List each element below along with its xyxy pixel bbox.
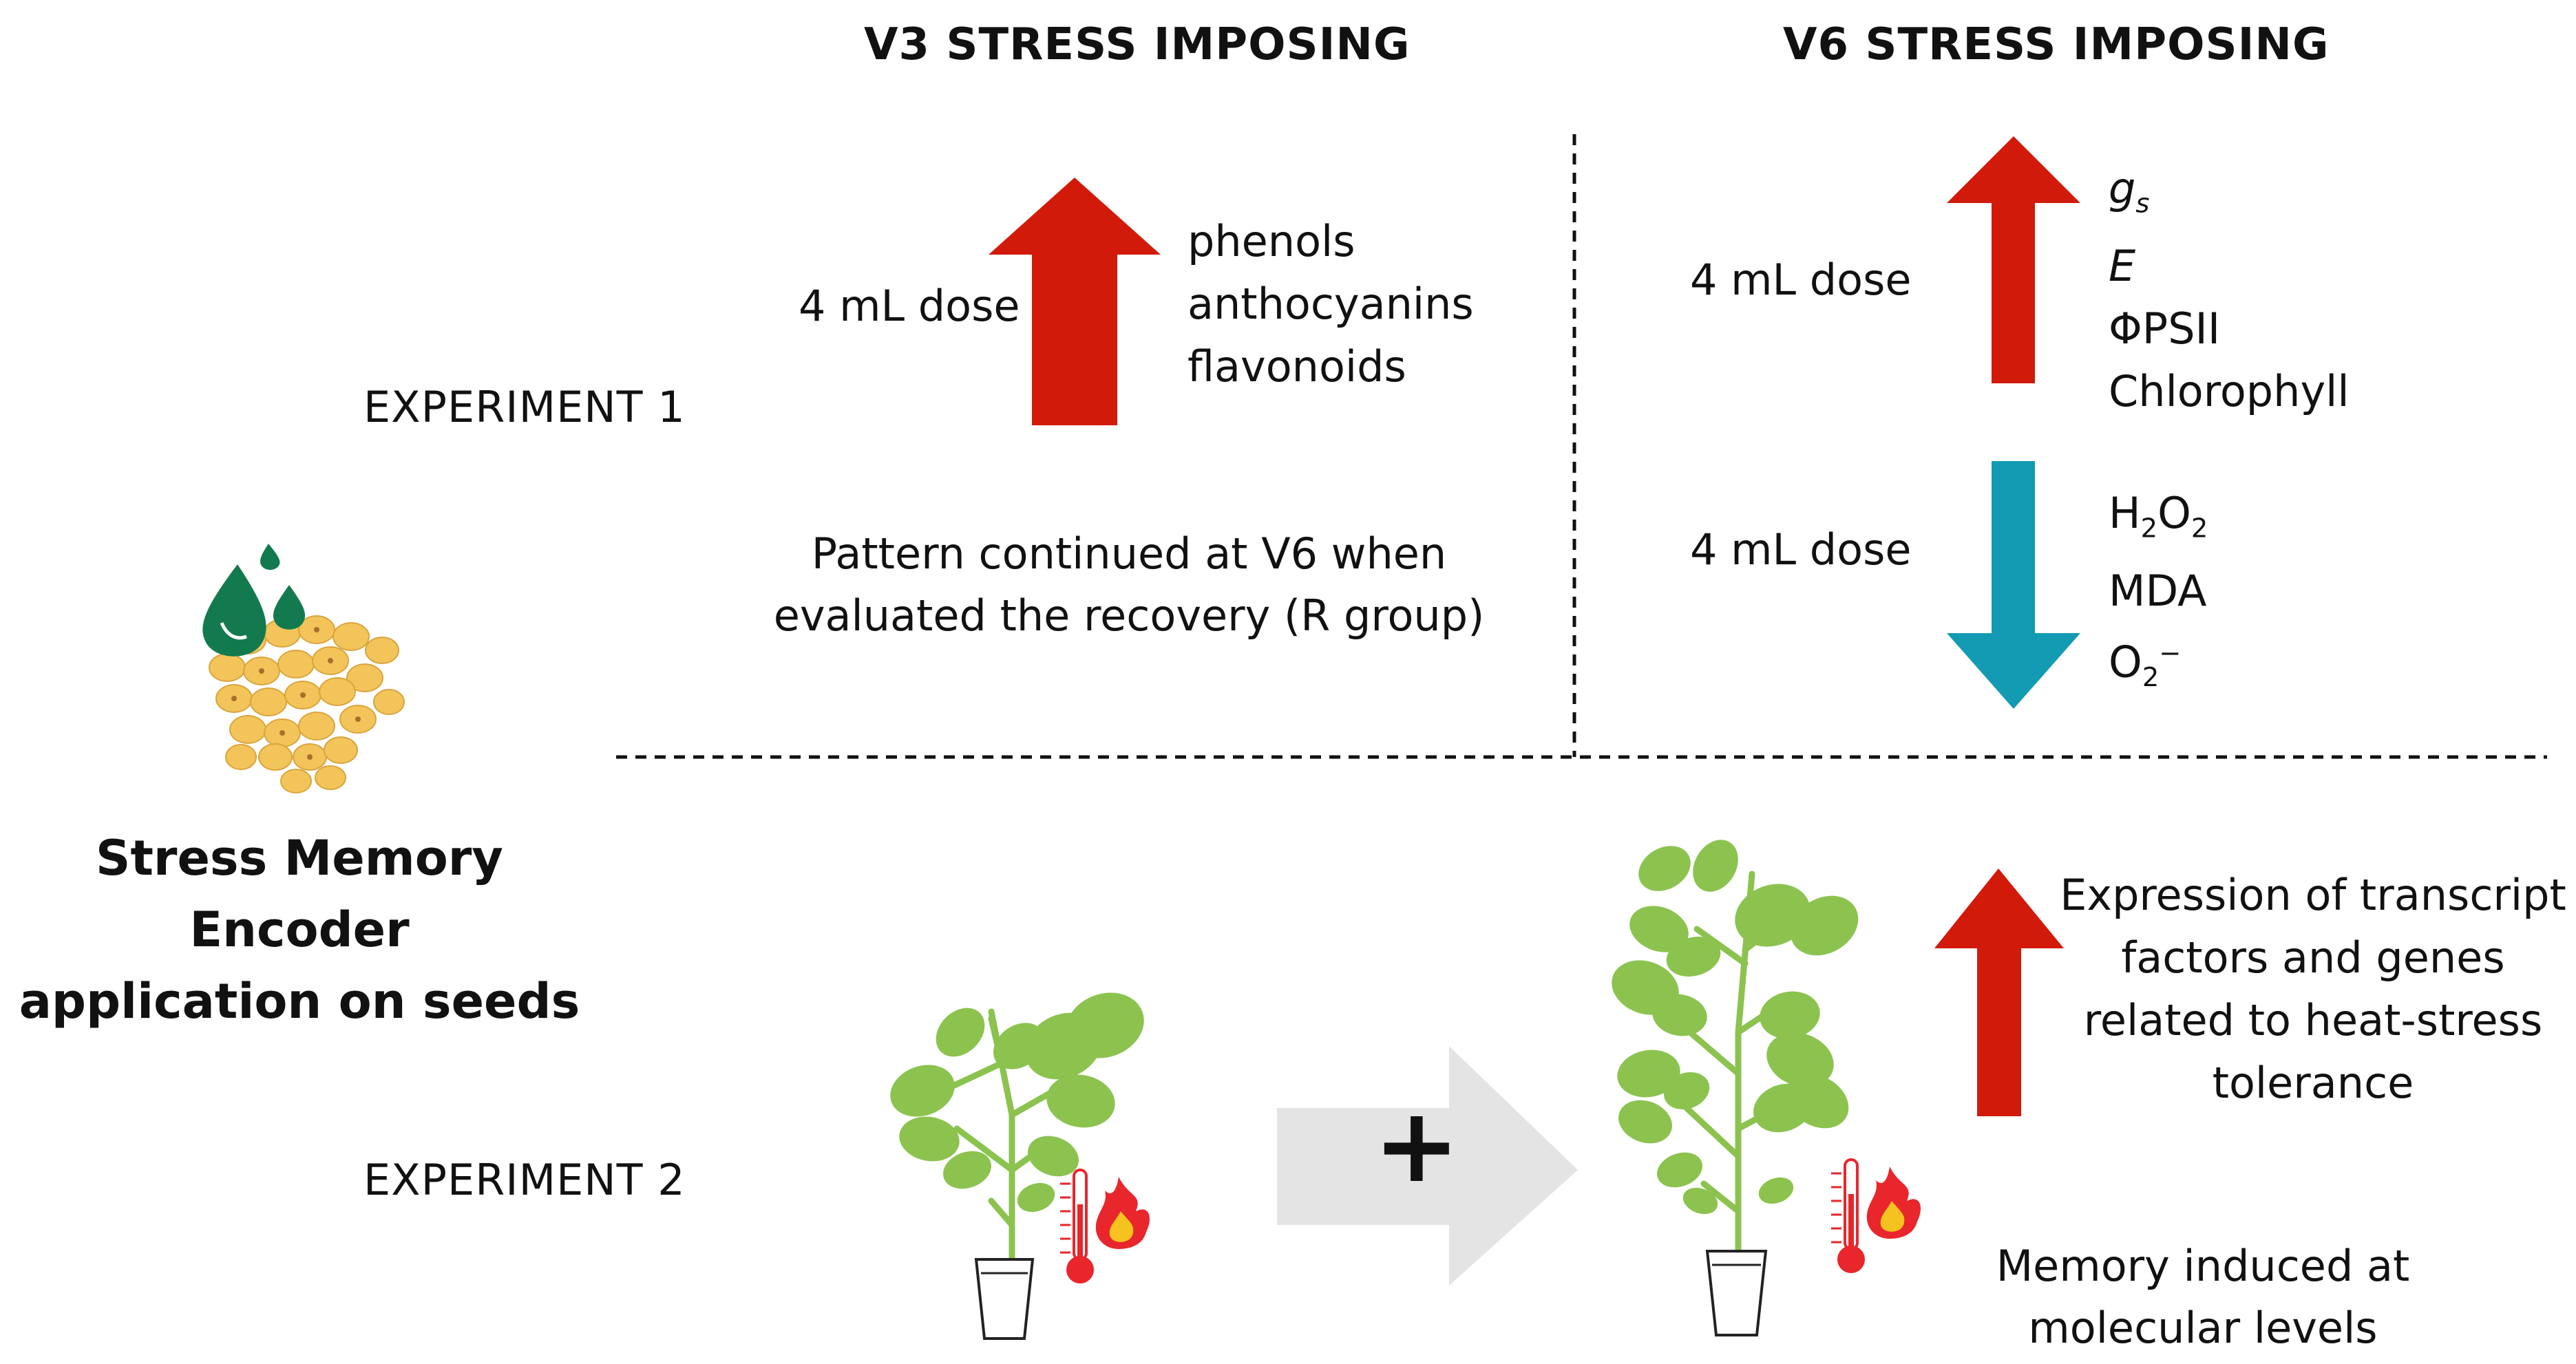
mda-label: MDA — [2109, 566, 2207, 617]
expression-increase-arrow — [1934, 869, 2064, 1116]
experiment-2-label: EXPERIMENT 2 — [363, 1155, 686, 1205]
seed-treatment-title: Stress Memory Encoder application on see… — [0, 822, 599, 1037]
v6-increase-arrow — [1947, 136, 2080, 383]
v3-increased-list: phenols anthocyanins flavonoids — [1187, 210, 1474, 398]
fire-icon-2 — [1866, 1166, 1921, 1239]
experiment-1-label: EXPERIMENT 1 — [363, 382, 686, 432]
v3-header: V3 STRESS IMPOSING — [864, 19, 1411, 70]
young-plant-icon — [890, 992, 1144, 1340]
progression-arrow — [1277, 1046, 1578, 1286]
v3-note-line-2: evaluated the recovery (R group) — [773, 590, 1485, 641]
expression-text: Expression of transcript factors and gen… — [2051, 864, 2575, 1114]
v3-dose-label: 4 mL dose — [799, 281, 1020, 331]
droplets-icon — [202, 544, 306, 657]
v6-decrease-arrow — [1947, 461, 2080, 709]
v3-increased-item: phenols — [1187, 216, 1355, 266]
superoxide-label: O2− — [2109, 637, 2182, 694]
seed-title-line-1: Stress Memory Encoder — [96, 830, 503, 958]
v3-increased-item: flavonoids — [1187, 341, 1406, 392]
seed-pile-icon — [209, 615, 405, 793]
h2o2-label: H2O2 — [2109, 488, 2208, 544]
stomatal-conductance-label: gs — [2109, 163, 2150, 220]
expression-line: tolerance — [2212, 1058, 2414, 1108]
v3-increase-arrow — [989, 178, 1161, 425]
v6-header: V6 STRESS IMPOSING — [1783, 19, 2330, 70]
heat-thermometer-icon — [1060, 1169, 1094, 1283]
v6-decreased-list: H2O2 MDA O2− — [2109, 482, 2208, 709]
expression-line: related to heat-stress — [2083, 995, 2543, 1045]
memory-line-2: molecular levels — [2028, 1303, 2378, 1353]
chlorophyll-label: Chlorophyll — [2109, 366, 2350, 417]
v6-dose-down-label: 4 mL dose — [1690, 524, 1912, 575]
fire-icon — [1095, 1177, 1150, 1249]
expression-line: Expression of transcript — [2060, 870, 2566, 920]
phipsii-label: ΦPSII — [2109, 303, 2221, 354]
memory-line-1: Memory induced at — [1996, 1241, 2410, 1291]
seed-title-line-2: application on seeds — [19, 973, 580, 1030]
heat-thermometer-icon-2 — [1831, 1158, 1865, 1273]
mature-plant-icon — [1612, 840, 1859, 1336]
v6-dose-up-label: 4 mL dose — [1690, 255, 1912, 305]
transpiration-label: E — [2109, 241, 2136, 292]
v3-increased-item: anthocyanins — [1187, 279, 1474, 329]
plus-symbol: + — [1373, 1086, 1460, 1206]
v3-note-line-1: Pattern continued at V6 when — [811, 529, 1447, 579]
memory-note: Memory induced at molecular levels — [1962, 1235, 2444, 1359]
v6-increased-list: gs E ΦPSII Chlorophyll — [2109, 157, 2350, 423]
expression-line: factors and genes — [2121, 933, 2505, 983]
v3-recovery-note: Pattern continued at V6 when evaluated t… — [723, 523, 1535, 647]
